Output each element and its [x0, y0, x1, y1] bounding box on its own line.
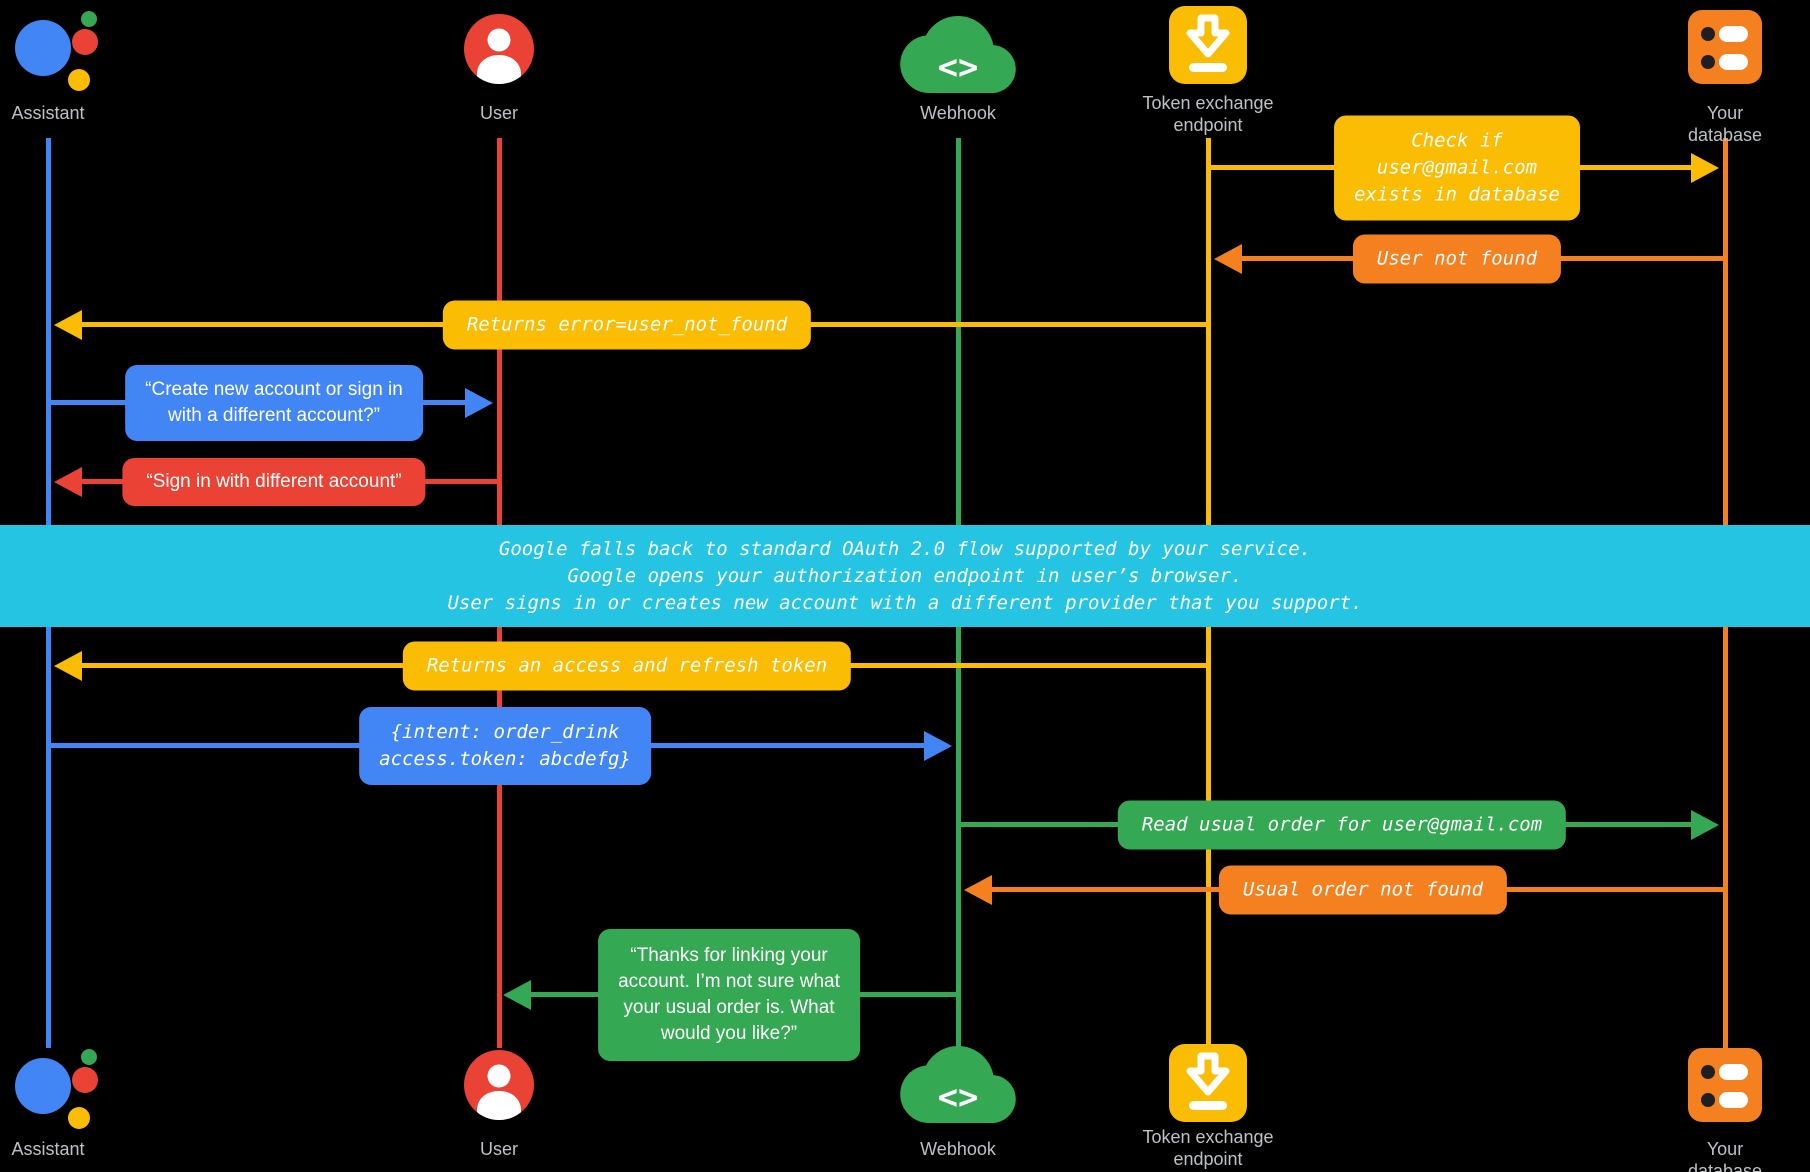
message-returns-error: Returns error=user_not_found	[442, 300, 812, 350]
lane-label-assistant-bottom: Assistant	[11, 1139, 85, 1159]
lane-label-user-bottom: User	[479, 1139, 519, 1159]
lane-label-user-top: User	[479, 103, 519, 123]
arrowhead-signin-different	[54, 467, 82, 497]
lane-label-token-bottom: Token exchange endpoint	[1142, 1127, 1274, 1169]
message-user-not-found: User not found	[1352, 234, 1562, 284]
arrowhead-user-not-found	[1214, 244, 1242, 274]
message-returns-tokens: Returns an access and refresh token	[402, 641, 852, 691]
database-icon-bottom	[1688, 1048, 1762, 1122]
webhook-icon-bottom: <>	[900, 1046, 1016, 1124]
oauth-fallback-note: Google falls back to standard OAuth 2.0 …	[0, 525, 1810, 627]
database-icon	[1688, 10, 1762, 84]
svg-text:<>: <>	[938, 1078, 979, 1117]
lane-label-assistant-top: Assistant	[11, 103, 85, 123]
user-icon-bottom	[464, 1050, 534, 1120]
message-read-usual-order: Read usual order for user@gmail.com	[1117, 800, 1567, 850]
lane-label-webhook-bottom: Webhook	[920, 1139, 996, 1159]
arrowhead-returns-tokens	[54, 651, 82, 681]
user-icon	[464, 14, 534, 84]
arrowhead-usual-order-not-found	[964, 875, 992, 905]
message-check-exists: Check if user@gmail.com exists in databa…	[1334, 115, 1580, 221]
token-exchange-icon	[1169, 6, 1247, 84]
message-signin-different: “Sign in with different account”	[122, 458, 426, 506]
arrowhead-check-exists	[1691, 153, 1719, 183]
lane-label-database-top: Your database	[1687, 103, 1763, 145]
arrowhead-create-or-signin	[465, 388, 493, 418]
message-create-or-signin: “Create new account or sign in with a di…	[125, 365, 423, 441]
assistant-icon-bottom	[15, 1049, 98, 1129]
lane-label-database-bottom: Your database	[1687, 1139, 1763, 1172]
assistant-icon	[15, 11, 98, 91]
svg-text:<>: <>	[938, 48, 979, 87]
token-exchange-icon-bottom	[1169, 1044, 1247, 1122]
arrowhead-returns-error	[54, 310, 82, 340]
lane-label-webhook-top: Webhook	[920, 103, 996, 123]
arrowhead-intent-payload	[924, 731, 952, 761]
lane-label-token-top: Token exchange endpoint	[1142, 93, 1274, 135]
message-usual-order-not-found: Usual order not found	[1218, 865, 1508, 915]
message-thanks-linking: “Thanks for linking your account. I’m no…	[598, 929, 860, 1061]
message-intent-payload: {intent: order_drink access.token: abcde…	[359, 707, 651, 785]
webhook-icon: <>	[900, 16, 1016, 94]
arrowhead-thanks-linking	[503, 980, 531, 1010]
arrowhead-read-usual-order	[1691, 810, 1719, 840]
